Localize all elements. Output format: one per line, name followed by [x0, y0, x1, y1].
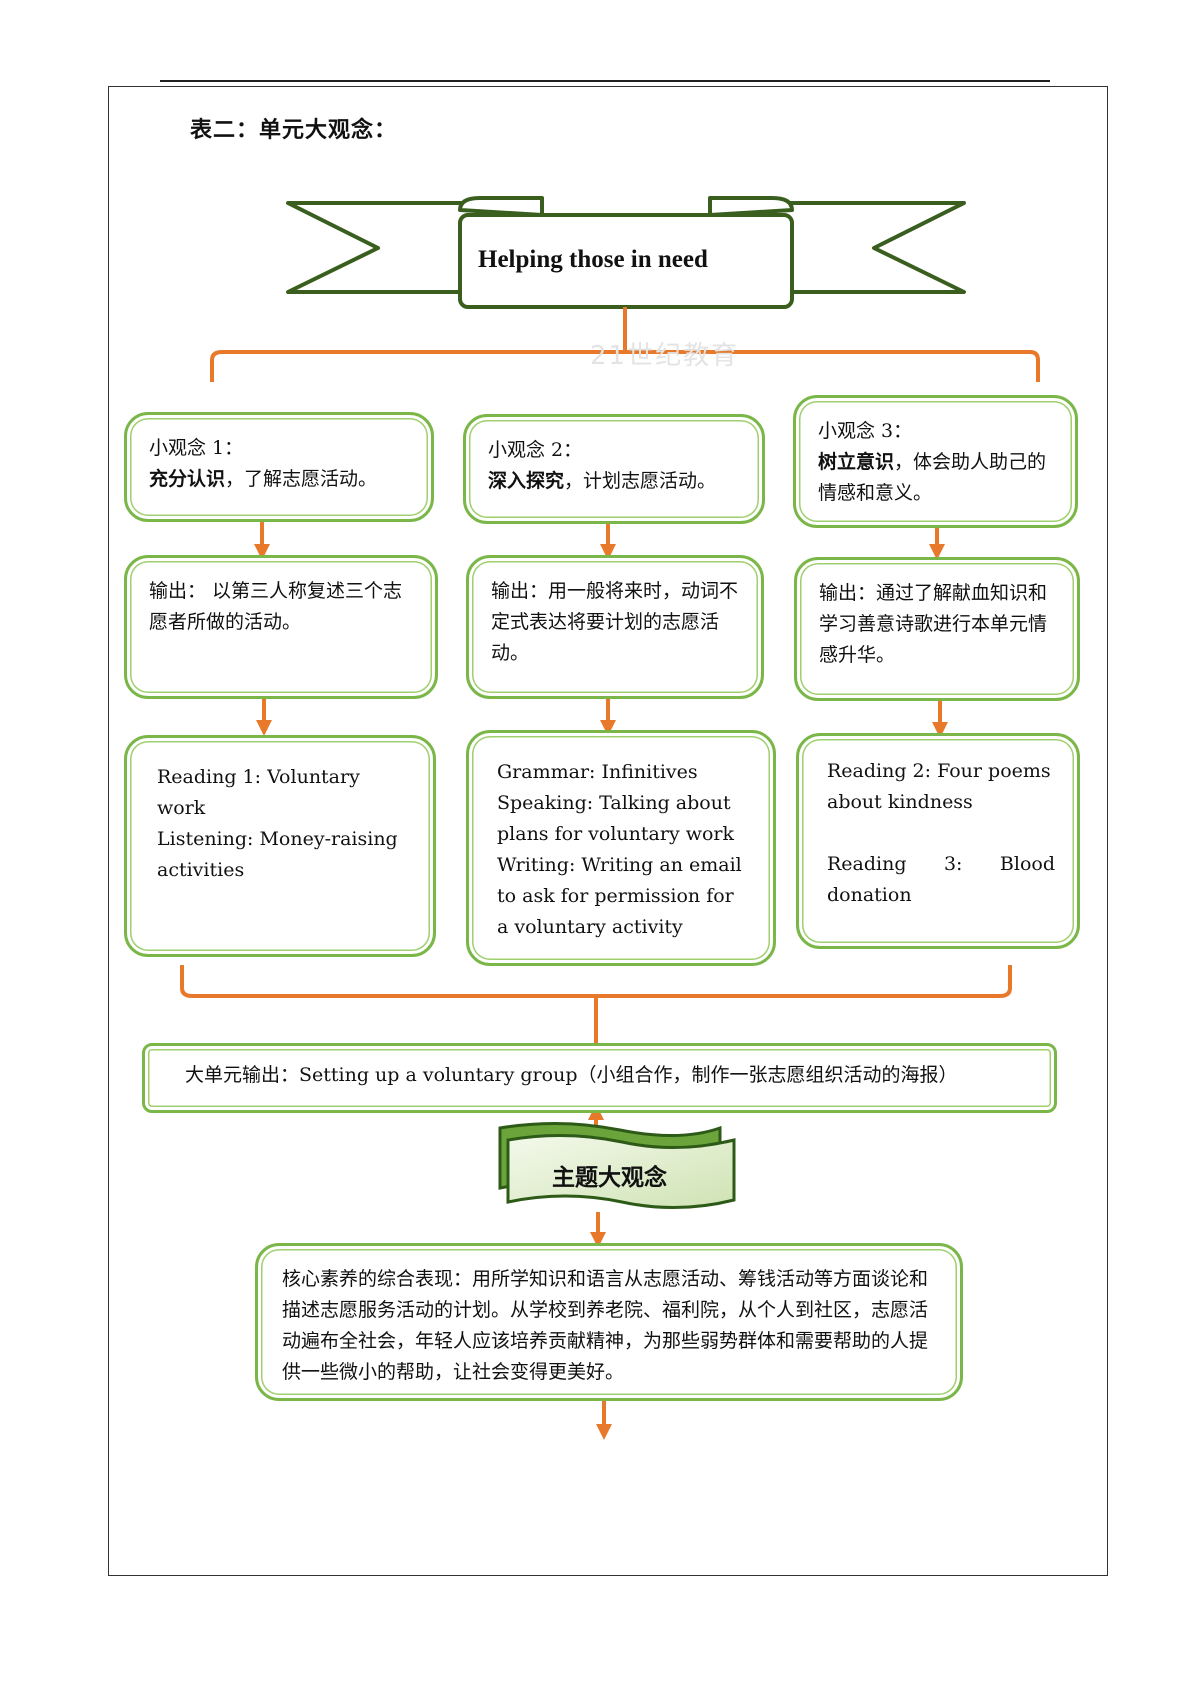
- core-text: 核心素养的综合表现：用所学知识和语言从志愿活动、筹钱活动等方面谈论和描述志愿服务…: [282, 1268, 929, 1383]
- theme-flag: [498, 1121, 736, 1210]
- idea-box-3: 小观念 3： 树立意识，体会助人助己的情感和意义。: [793, 395, 1078, 528]
- lower-arrows: [590, 1212, 612, 1440]
- output-1-text: 输出： 以第三人称复述三个志愿者所做的活动。: [149, 580, 403, 633]
- idea-1-text: 充分认识，了解志愿活动。: [149, 464, 409, 495]
- idea-2-label: 小观念 2：: [488, 439, 583, 461]
- idea-2-rest: ，计划志愿活动。: [564, 470, 717, 492]
- idea-2-text: 深入探究，计划志愿活动。: [488, 466, 740, 497]
- output-2-text: 输出：用一般将来时，动词不定式表达将要计划的志愿活动。: [491, 580, 739, 664]
- watermark-text: 21世纪教育: [590, 341, 740, 371]
- lesson-2-item-3: Writing: Writing an email to ask for per…: [497, 854, 742, 938]
- lesson-3-item-2: Reading 3: Blood donation: [827, 853, 1055, 906]
- idea-2-bold: 深入探究: [488, 470, 565, 492]
- output-box-3: 输出：通过了解献血知识和学习善意诗歌进行本单元情感升华。: [794, 557, 1080, 701]
- lesson-1-item-2: Listening: Money-raising activities: [157, 828, 398, 881]
- page-heading: 表二：单元大观念：: [190, 117, 398, 143]
- top-rule: [160, 80, 1050, 82]
- idea-box-2: 小观念 2： 深入探究，计划志愿活动。: [463, 414, 765, 524]
- banner-title: Helping those in need: [478, 246, 708, 273]
- lesson-2-item-2: Speaking: Talking about plans for volunt…: [497, 792, 735, 845]
- lesson-box-3: Reading 2: Four poems about kindness Rea…: [796, 733, 1080, 949]
- lesson-2-item-1: Grammar: Infinitives: [497, 761, 698, 783]
- idea-3-bold: 树立意识: [818, 451, 895, 473]
- column-arrows: [254, 522, 948, 738]
- unit-output-box: 大单元输出：Setting up a voluntary group（小组合作，…: [142, 1043, 1057, 1113]
- lesson-1-item-1: Reading 1: Voluntary work: [157, 766, 360, 819]
- output-box-1: 输出： 以第三人称复述三个志愿者所做的活动。: [124, 555, 438, 699]
- idea-1-rest: ，了解志愿活动。: [225, 468, 378, 490]
- lesson-box-2: Grammar: Infinitives Speaking: Talking a…: [466, 730, 776, 966]
- idea-1-bold: 充分认识: [149, 468, 226, 490]
- top-connector: [210, 307, 1040, 382]
- lesson-3-item-1: Reading 2: Four poems about kindness: [827, 760, 1051, 813]
- idea-1-label: 小观念 1：: [149, 437, 244, 459]
- idea-box-1: 小观念 1： 充分认识，了解志愿活动。: [124, 412, 434, 522]
- core-box: 核心素养的综合表现：用所学知识和语言从志愿活动、筹钱活动等方面谈论和描述志愿服务…: [255, 1243, 963, 1401]
- bottom-connector: [180, 965, 1012, 1043]
- output-box-2: 输出：用一般将来时，动词不定式表达将要计划的志愿活动。: [466, 555, 764, 699]
- idea-3-label: 小观念 3：: [818, 420, 913, 442]
- output-3-text: 输出：通过了解献血知识和学习善意诗歌进行本单元情感升华。: [819, 582, 1048, 666]
- ribbon-right-fold: [708, 196, 794, 217]
- idea-3-rest: ，体会助人助己的情感和意义。: [818, 451, 1047, 504]
- page-frame: [108, 86, 1108, 1576]
- idea-3-text: 树立意识，体会助人助己的情感和意义。: [818, 447, 1053, 509]
- theme-flag-label: 主题大观念: [552, 1164, 667, 1191]
- unit-output-text: 大单元输出：Setting up a voluntary group（小组合作，…: [185, 1064, 958, 1086]
- ribbon-left-fold: [458, 196, 544, 217]
- lesson-box-1: Reading 1: Voluntary work Listening: Mon…: [124, 735, 436, 957]
- ribbon-banner: [286, 196, 966, 309]
